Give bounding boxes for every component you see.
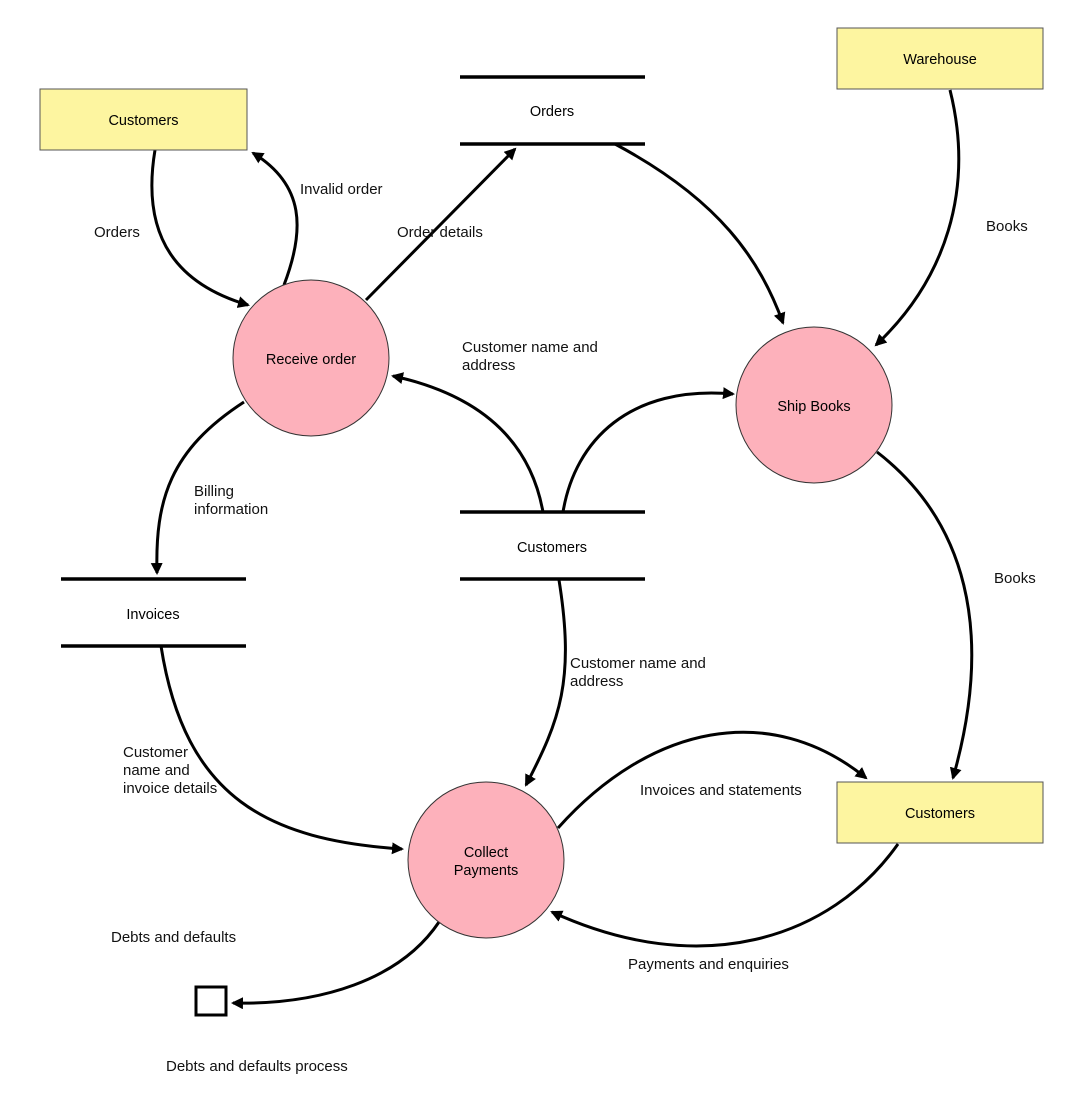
- process-label-line-2: Payments: [454, 863, 518, 879]
- entity-label: Warehouse: [903, 52, 977, 68]
- entity-label: Customers: [905, 806, 975, 822]
- flow-label-customer-name-address-1-line-1: Customer name and: [462, 339, 598, 356]
- flow-books-out: [876, 450, 974, 780]
- flow-order-details: [364, 147, 517, 302]
- flow-books-in: [874, 89, 961, 347]
- process-label-line-1: Collect: [464, 845, 508, 861]
- process-receive-order: Receive order: [232, 279, 390, 437]
- flow-invoices-statements: [556, 730, 868, 829]
- terminator-debts-defaults: [194, 985, 228, 1017]
- flow-invalid-order: [251, 151, 299, 286]
- store-label: Orders: [530, 104, 574, 120]
- flow-label-billing-line-1: Billing: [194, 483, 234, 500]
- store-label: Invoices: [126, 607, 179, 623]
- flow-label-customer-name-address-1-line-2: address: [462, 357, 515, 374]
- terminator-label: Debts and defaults process: [166, 1058, 348, 1075]
- flow-invoice-details: [159, 645, 404, 855]
- flow-label-customer-name-address-2-line-1: Customer name and: [570, 655, 706, 672]
- flow-label-invoice-details-line-2: name and: [123, 762, 190, 779]
- flow-customer-to-ship: [561, 387, 735, 513]
- flow-customer-to-collect: [524, 579, 567, 787]
- entity-warehouse: Warehouse: [836, 27, 1044, 90]
- flow-label-customer-name-address-2-line-2: address: [570, 673, 623, 690]
- process-collect-payments: Collect Payments: [407, 781, 565, 939]
- flow-label-payments-enquiries: Payments and enquiries: [628, 956, 789, 973]
- store-orders: Orders: [460, 75, 645, 146]
- flow-label-billing-line-2: information: [194, 501, 268, 518]
- store-customers: Customers: [460, 510, 645, 581]
- flow-debts-defaults: [231, 921, 441, 1010]
- flow-label-invoices-statements: Invoices and statements: [640, 782, 802, 799]
- flow-label-orders: Orders: [94, 224, 140, 241]
- flow-orders: [150, 149, 250, 308]
- flow-billing-information: [150, 400, 245, 575]
- process-label: Receive order: [266, 352, 356, 368]
- flow-customer-to-receive: [391, 372, 545, 513]
- flow-label-invoice-details-line-1: Customer: [123, 744, 188, 761]
- flow-label-debts-defaults: Debts and defaults: [111, 929, 236, 946]
- entity-customers-top: Customers: [39, 88, 248, 151]
- store-label: Customers: [517, 540, 587, 556]
- store-invoices: Invoices: [61, 577, 246, 648]
- entity-customers-bottom: Customers: [836, 781, 1044, 844]
- flow-label-books-in: Books: [986, 218, 1028, 235]
- flow-orders-to-ship: [614, 142, 786, 325]
- flow-label-invoice-details-line-3: invoice details: [123, 780, 217, 797]
- process-ship-books: Ship Books: [735, 326, 893, 484]
- flow-label-invalid-order: Invalid order: [300, 181, 383, 198]
- flow-label-order-details: Order details: [397, 224, 483, 241]
- process-label: Ship Books: [777, 399, 850, 415]
- flow-payments-enquiries: [550, 843, 900, 948]
- entity-label: Customers: [108, 113, 178, 129]
- flow-label-books-out: Books: [994, 570, 1036, 587]
